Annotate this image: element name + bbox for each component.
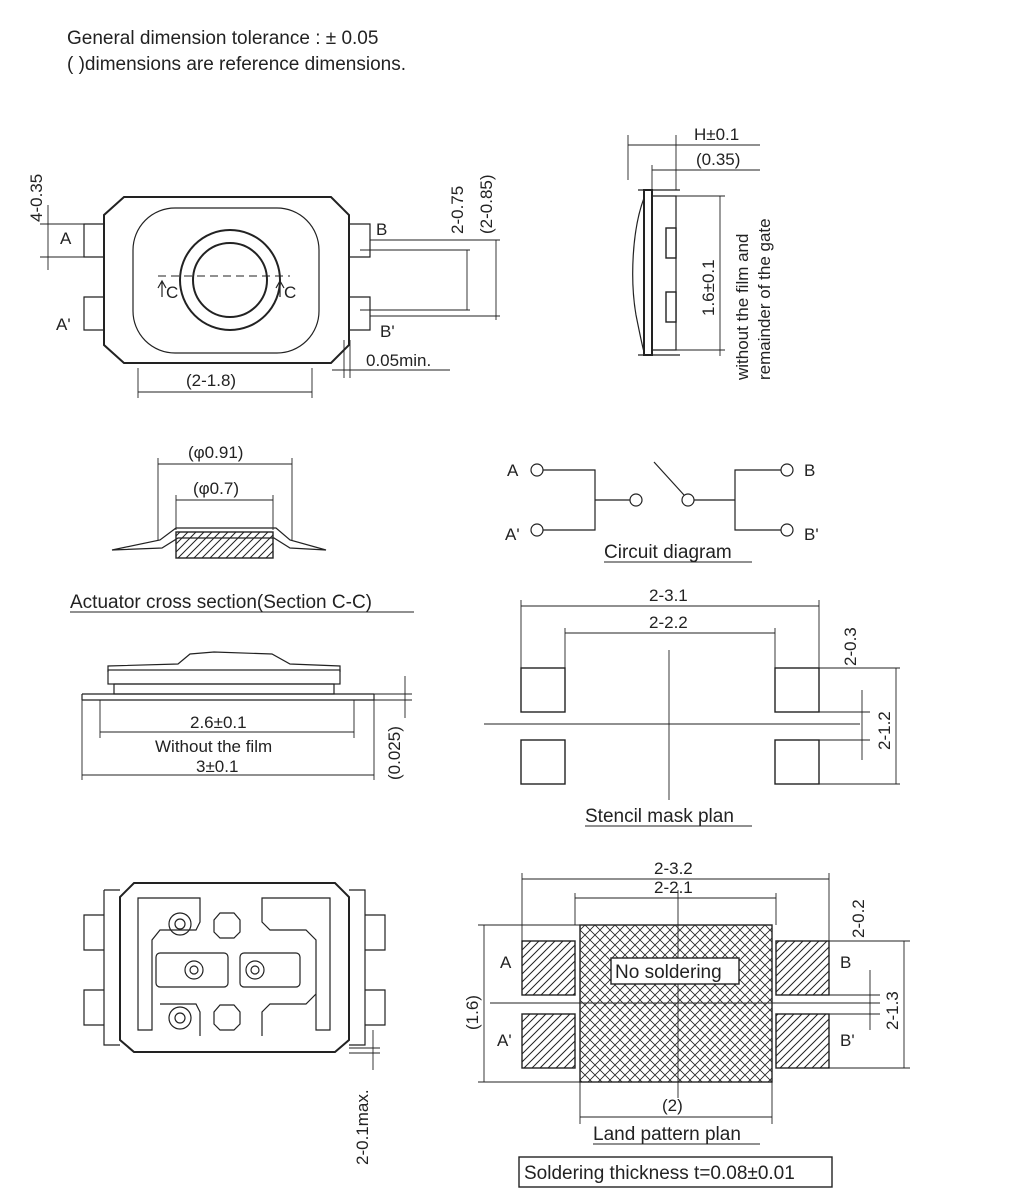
circuit-diagram: A A' B B' Circuit diagram [505,461,819,563]
dim-phi-091: (φ0.91) [188,443,243,462]
dim-2-18: (2-1.8) [186,371,236,390]
land-b-label: B [840,953,851,972]
land-a-prime-label: A' [497,1031,512,1050]
without-film-label: Without the film [155,737,272,756]
dim-2-31: 2-3.1 [649,586,688,605]
dim-26: 2.6±0.1 [190,713,247,732]
circuit-b-label: B [804,461,815,480]
dim-005min: 0.05min. [366,351,431,370]
dim-4-035: 4-0.35 [27,174,46,222]
dim-16-land: (1.6) [463,995,482,1030]
circuit-a-label: A [507,461,519,480]
reference-note: ( )dimensions are reference dimensions. [67,54,406,75]
circuit-b-prime-label: B' [804,525,819,544]
dim-2-13: 2-1.3 [883,991,902,1030]
dim-2-02: 2-0.2 [849,899,868,938]
front-view: 2.6±0.1 Without the film 3±0.1 (0.025) [81,651,412,780]
dim-phi-07: (φ0.7) [193,479,239,498]
dim-2-03: 2-0.3 [841,627,860,666]
stencil-mask-plan: 2-3.1 2-2.2 2-0.3 2-1.2 Stencil mask pla… [484,586,900,827]
section-c-left-label: C [166,283,178,302]
section-c-right-label: C [284,283,296,302]
dim-2-085: (2-0.85) [477,174,496,234]
side-note-line1: without the film and [733,234,752,381]
actuator-cross-section: (φ0.91) (φ0.7) Actuator cross section(Se… [70,443,414,613]
terminal-a-prime-label: A' [56,315,71,334]
circuit-caption: Circuit diagram [604,542,732,563]
dim-h: H±0.1 [694,125,739,144]
land-b-prime-label: B' [840,1031,855,1050]
bottom-view: 2-0.1max. [83,882,386,1165]
terminal-a-label: A [60,229,72,248]
dim-2-075: 2-0.75 [448,186,467,234]
dim-2-32: 2-3.2 [654,859,693,878]
dim-2-land: (2) [662,1096,683,1115]
land-a-label: A [500,953,512,972]
side-view: H±0.1 (0.35) 1.6±0.1 without the film an… [627,125,774,381]
dim-2-12: 2-1.2 [875,711,894,750]
dim-035: (0.35) [696,150,740,169]
top-view: C C A A' B B' 4-0.35 2-0.75 (2-0.85) (2-… [27,174,500,398]
land-caption: Land pattern plan [593,1124,741,1145]
circuit-a-prime-label: A' [505,525,520,544]
dim-2-01max: 2-0.1max. [353,1089,372,1165]
terminal-b-prime-label: B' [380,322,395,341]
land-pattern-plan: No soldering A A' B B' 2-3.2 2-2.1 2-0.2… [463,859,910,1188]
soldering-thickness: Soldering thickness t=0.08±0.01 [524,1163,795,1184]
dim-2-21: 2-2.1 [654,878,693,897]
side-note-line2: remainder of the gate [755,218,774,380]
no-soldering-label: No soldering [615,962,722,983]
stencil-caption: Stencil mask plan [585,806,734,827]
dim-3: 3±0.1 [196,757,238,776]
dim-0025: (0.025) [385,726,404,780]
dim-2-22: 2-2.2 [649,613,688,632]
dim-16: 1.6±0.1 [699,259,718,316]
tolerance-note: General dimension tolerance : ± 0.05 [67,28,378,49]
actuator-caption: Actuator cross section(Section C-C) [70,592,372,613]
terminal-b-label: B [376,220,387,239]
